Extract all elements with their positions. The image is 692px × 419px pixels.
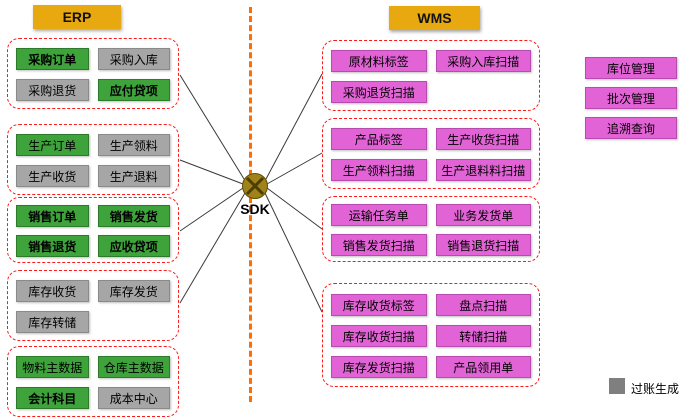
erp-group-sales: 销售订单 销售发货 销售退货 应收贷项 bbox=[7, 197, 179, 263]
erp-group-purchasing: 采购订单 采购入库 采购退货 应付贷项 bbox=[7, 38, 179, 109]
sdk-label: SDK bbox=[240, 201, 270, 217]
wms-box-inventory-issue-scan: 库存发货扫描 bbox=[331, 356, 427, 378]
erp-header: ERP bbox=[33, 5, 121, 29]
erp-box-material-master: 物料主数据 bbox=[16, 356, 89, 378]
wms-header: WMS bbox=[389, 6, 480, 30]
side-box-trace-query: 追溯查询 bbox=[585, 117, 677, 139]
erp-box-production-order: 生产订单 bbox=[16, 134, 89, 156]
erp-box-production-issue: 生产领料 bbox=[97, 134, 170, 156]
erp-box-sales-delivery: 销售发货 bbox=[97, 205, 170, 227]
erp-box-ap-credit: 应付贷项 bbox=[97, 79, 170, 101]
erp-box-ar-credit: 应收贷项 bbox=[97, 235, 170, 257]
erp-group-inventory: 库存收货 库存发货 库存转储 bbox=[7, 270, 179, 341]
wms-group-purchasing: 原材料标签 采购入库扫描 采购退货扫描 bbox=[322, 40, 540, 111]
erp-box-inventory-receipt: 库存收货 bbox=[16, 280, 89, 302]
wms-group-inventory: 库存收货标签 盘点扫描 库存收货扫描 转储扫描 库存发货扫描 产品领用单 bbox=[322, 283, 540, 387]
erp-box-inventory-issue: 库存发货 bbox=[97, 280, 170, 302]
legend-gray-swatch bbox=[609, 378, 625, 394]
legend-label: 过账生成 bbox=[631, 382, 680, 396]
sdk-node-icon bbox=[242, 173, 268, 199]
wms-box-inventory-receipt-scan: 库存收货扫描 bbox=[331, 325, 427, 347]
wms-box-transfer-scan: 转储扫描 bbox=[435, 325, 531, 347]
wms-box-production-issue-scan: 生产领料扫描 bbox=[331, 159, 427, 181]
erp-box-purchase-return: 采购退货 bbox=[16, 79, 89, 101]
erp-box-production-receipt: 生产收货 bbox=[16, 165, 89, 187]
erp-box-purchase-receipt: 采购入库 bbox=[97, 48, 170, 70]
wms-box-raw-material-label: 原材料标签 bbox=[331, 50, 427, 72]
wms-box-purchase-receipt-scan: 采购入库扫描 bbox=[435, 50, 531, 72]
wms-box-stocktake-scan: 盘点扫描 bbox=[435, 294, 531, 316]
erp-box-purchase-order: 采购订单 bbox=[16, 48, 89, 70]
wms-box-production-receipt-scan: 生产收货扫描 bbox=[435, 128, 531, 150]
erp-box-warehouse-master: 仓库主数据 bbox=[97, 356, 170, 378]
side-box-batch-management: 批次管理 bbox=[585, 87, 677, 109]
wms-group-production: 产品标签 生产收货扫描 生产领料扫描 生产退料料扫描 bbox=[322, 118, 540, 189]
wms-box-production-return-scan: 生产退料料扫描 bbox=[435, 159, 531, 181]
wms-box-sales-return-scan: 销售退货扫描 bbox=[435, 234, 531, 256]
wms-box-transport-task-order: 运输任务单 bbox=[331, 204, 427, 226]
erp-group-production: 生产订单 生产领料 生产收货 生产退料 bbox=[7, 124, 179, 195]
wms-group-sales: 运输任务单 业务发货单 销售发货扫描 销售退货扫描 bbox=[322, 196, 540, 262]
erp-box-sales-order: 销售订单 bbox=[16, 205, 89, 227]
wms-box-business-delivery-order: 业务发货单 bbox=[435, 204, 531, 226]
erp-box-production-return: 生产退料 bbox=[97, 165, 170, 187]
erp-box-sales-return: 销售退货 bbox=[16, 235, 89, 257]
erp-box-inventory-transfer: 库存转储 bbox=[16, 311, 89, 333]
side-box-location-management: 库位管理 bbox=[585, 57, 677, 79]
erp-group-master-data: 物料主数据 仓库主数据 会计科目 成本中心 bbox=[7, 346, 179, 417]
wms-box-inventory-receipt-label: 库存收货标签 bbox=[331, 294, 427, 316]
wms-box-sales-delivery-scan: 销售发货扫描 bbox=[331, 234, 427, 256]
erp-box-cost-center: 成本中心 bbox=[97, 387, 170, 409]
wms-box-product-requisition-order: 产品领用单 bbox=[435, 356, 531, 378]
wms-box-product-label: 产品标签 bbox=[331, 128, 427, 150]
erp-box-gl-account: 会计科目 bbox=[16, 387, 89, 409]
divider-line bbox=[249, 7, 252, 402]
wms-box-purchase-return-scan: 采购退货扫描 bbox=[331, 81, 427, 103]
